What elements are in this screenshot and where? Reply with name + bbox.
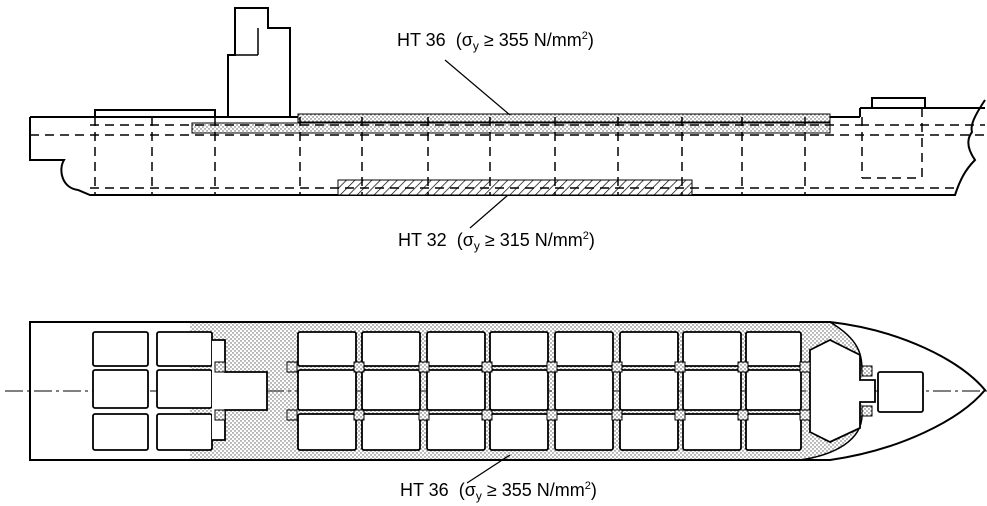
- leader-middle: [469, 194, 509, 229]
- superstructure: [227, 7, 291, 117]
- label-bottom-ht36: HT 36 (σy ≥ 355 N/mm2): [400, 480, 597, 503]
- hull-outline: [29, 99, 986, 196]
- sheer-strake-ht36: [297, 113, 831, 123]
- leader-bottom: [466, 454, 511, 484]
- label-grade: HT 36: [397, 30, 446, 50]
- label-middle-ht32: HT 32 (σy ≥ 315 N/mm2): [398, 230, 595, 253]
- label-top-ht36: HT 36 (σy ≥ 355 N/mm2): [397, 30, 594, 53]
- label-grade: HT 32: [398, 230, 447, 250]
- side-dashed-structure: [30, 108, 985, 195]
- plan-hull-outline: [29, 321, 987, 461]
- deck-strake-ht36: [191, 122, 831, 134]
- hatch-side-pads: [214, 361, 873, 421]
- hatch-openings: [92, 331, 924, 451]
- leader-top: [444, 59, 511, 116]
- label-grade: HT 36: [400, 480, 449, 500]
